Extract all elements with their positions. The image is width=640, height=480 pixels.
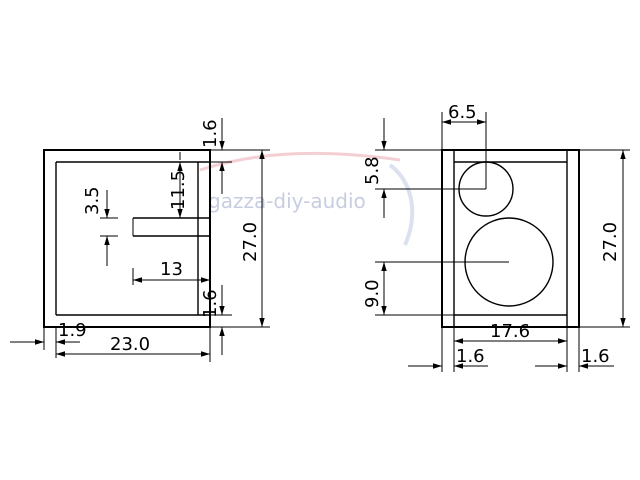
dim-side-total-height: 27.0 — [240, 222, 261, 262]
dim-right-thickness: 1.6 — [581, 346, 610, 367]
dim-tweeter-diameter: 6.5 — [448, 102, 477, 123]
front-view: 6.5 5.8 9.0 27.0 17.6 1.6 1.6 — [362, 102, 630, 372]
dim-inner-width: 17.6 — [490, 321, 530, 342]
dim-front-total-height: 27.0 — [600, 222, 621, 262]
dim-inner-height: 11.5 — [168, 170, 189, 210]
front-outer-box — [441, 149, 580, 328]
dim-port-height: 3.5 — [82, 186, 103, 215]
dim-tweeter-offset: 5.8 — [362, 156, 383, 185]
dim-bottom-thickness: 1.6 — [200, 289, 221, 318]
dim-back-thickness: 1.9 — [58, 320, 87, 341]
watermark-text: gazza-diy-audio — [208, 189, 366, 213]
side-outer-box — [43, 149, 211, 328]
dim-top-thickness: 1.6 — [200, 119, 221, 148]
dim-left-thickness: 1.6 — [456, 346, 485, 367]
side-view: 1.6 11.5 3.5 13 1.6 27.0 1.9 — [10, 118, 270, 362]
watermark-logo: gazza-diy-audio — [199, 151, 415, 246]
dim-woofer-offset: 9.0 — [362, 279, 383, 308]
dim-depth: 23.0 — [110, 334, 150, 355]
dim-port-length: 13 — [160, 259, 183, 280]
